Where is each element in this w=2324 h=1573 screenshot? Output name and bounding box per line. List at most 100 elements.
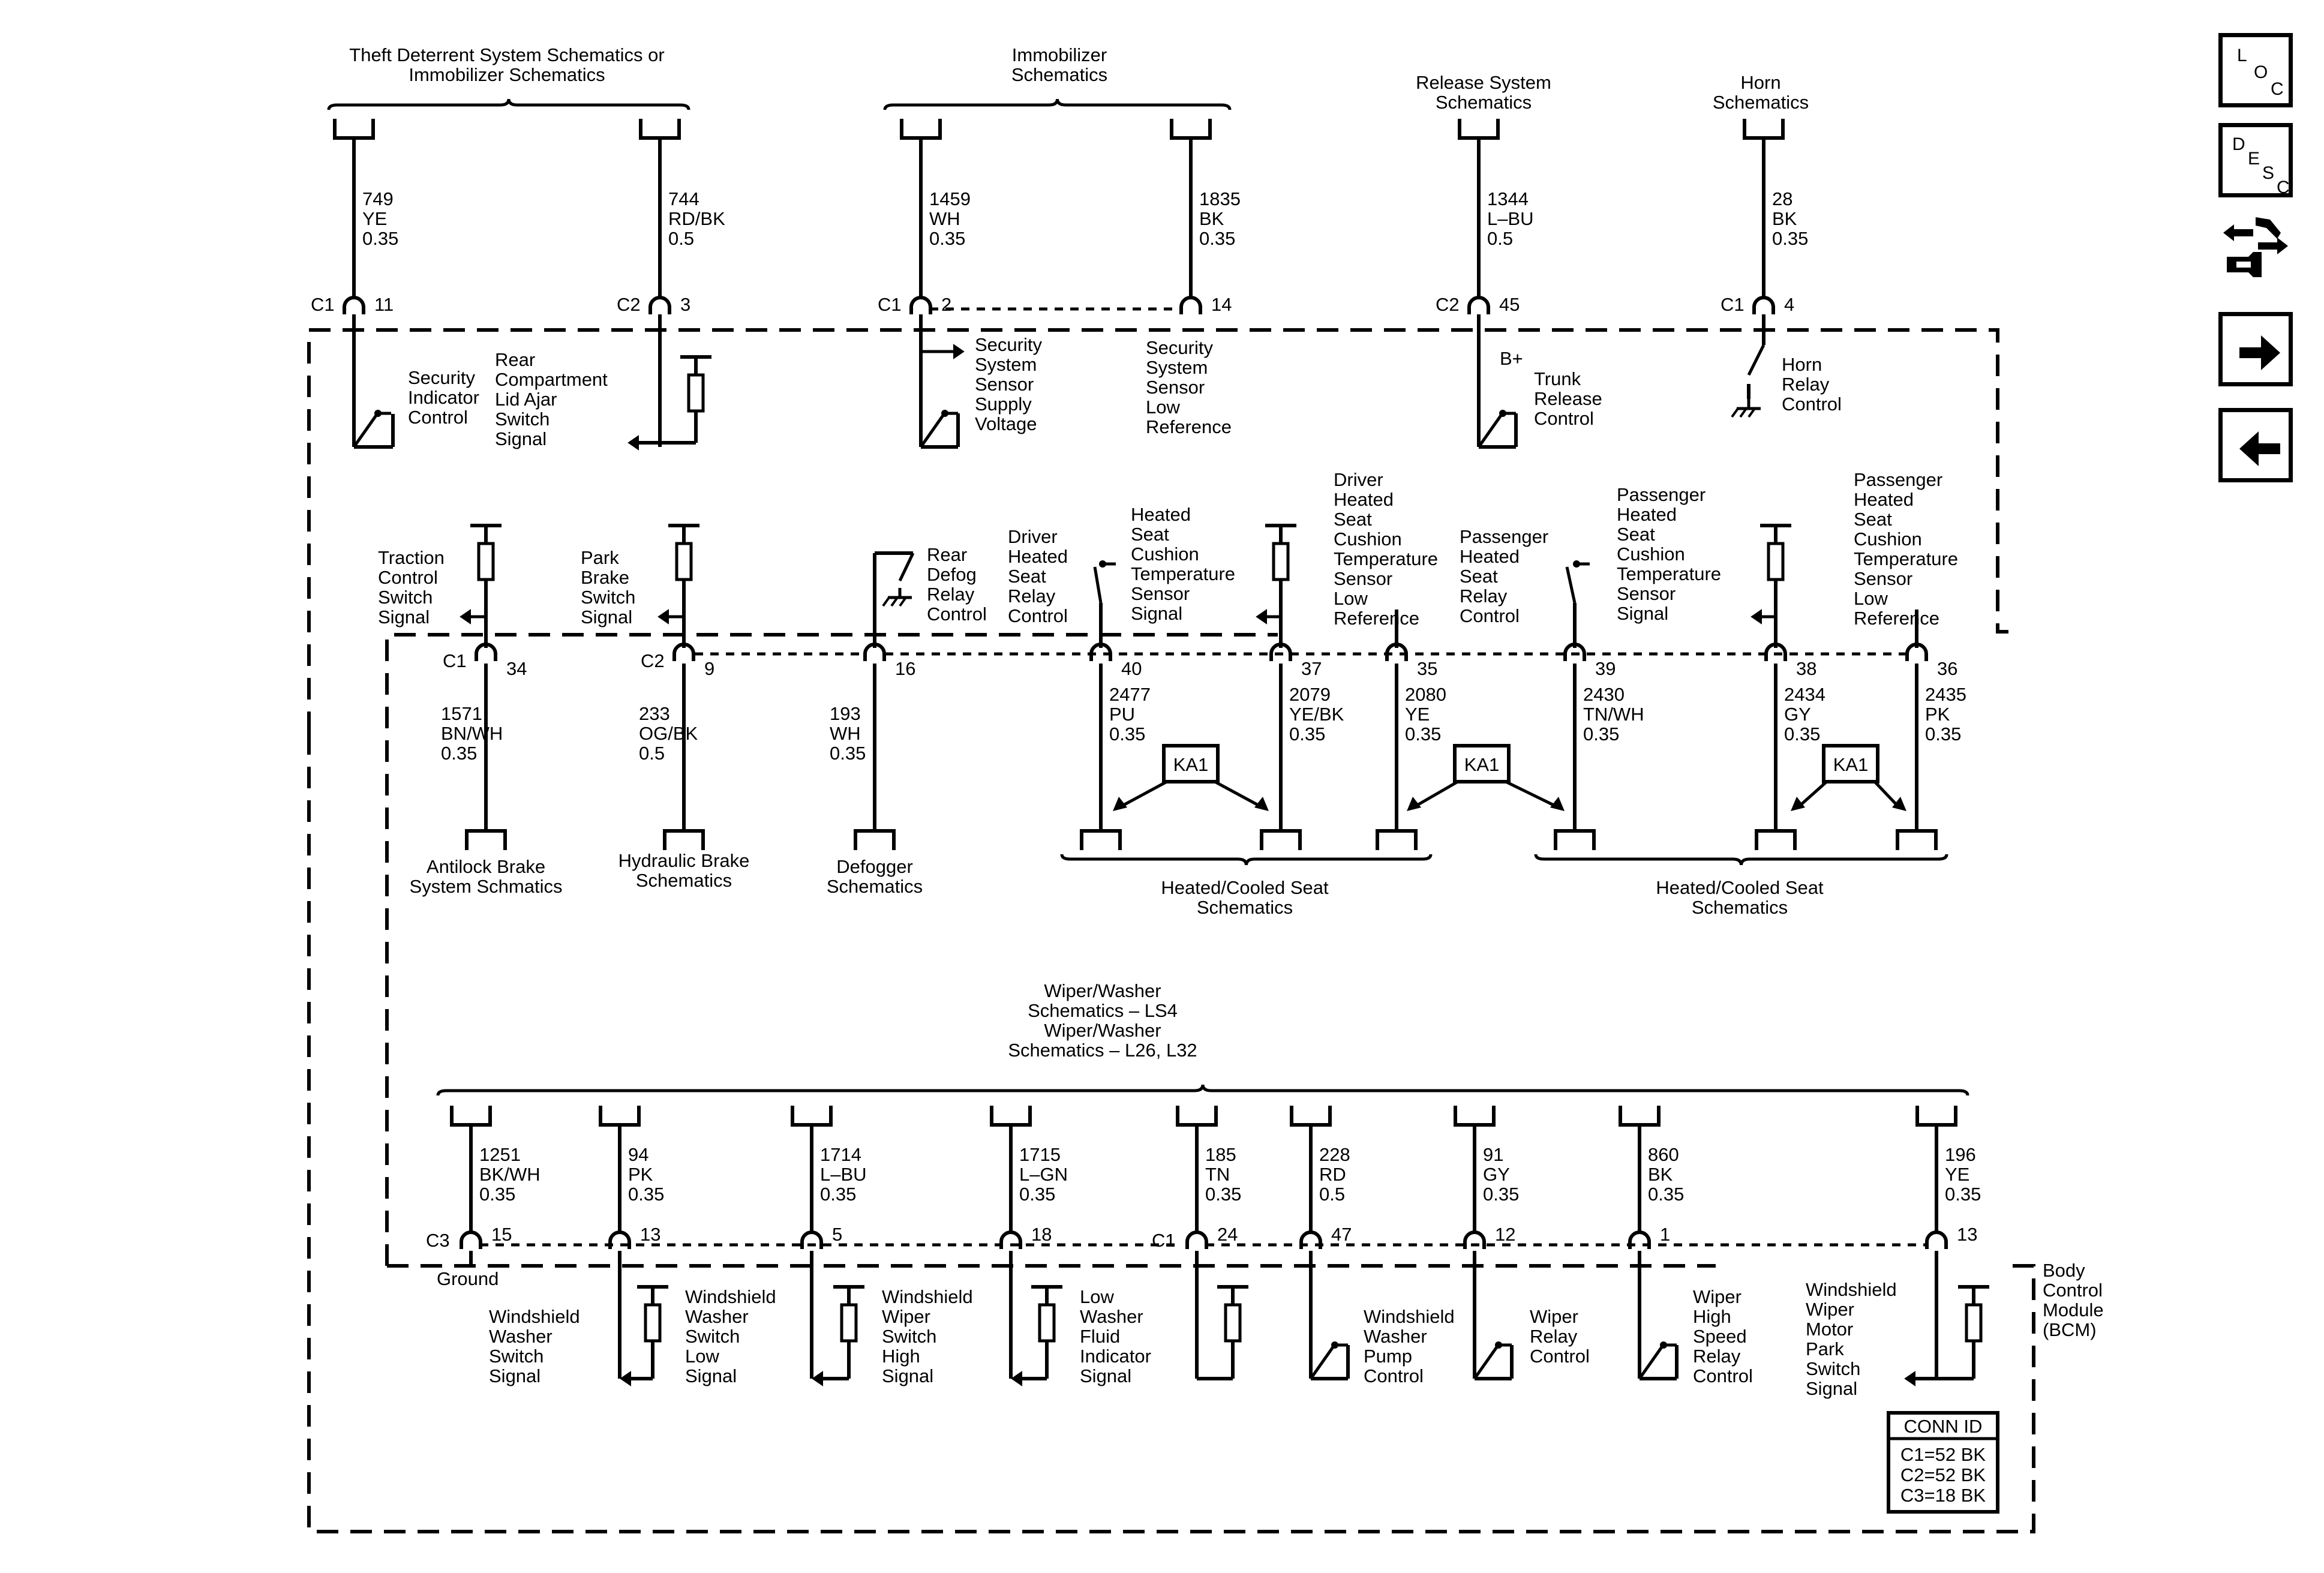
sensor-supply-line: Supply [975, 394, 1032, 415]
next-page-button[interactable] [2218, 312, 2293, 386]
ws-motor-park-line: Windshield [1806, 1279, 1897, 1300]
passenger-signal-line: Seat [1617, 524, 1655, 545]
ws-motor-park-line: Switch [1806, 1358, 1860, 1379]
description-button[interactable]: D E S C [2218, 123, 2293, 197]
harness-terminal [1080, 829, 1122, 850]
mid-wire-0-color: BN/WH [441, 723, 503, 744]
ground-symbol [882, 596, 890, 607]
signal-arrow [1256, 609, 1267, 625]
mid-wire-7-circuit: 2434 [1784, 684, 1825, 705]
loc-letter-l: L [2237, 46, 2247, 65]
ws-washer-low-line: Switch [685, 1326, 740, 1347]
ws-pump-switch [1309, 1345, 1335, 1380]
mid-wire-5-circuit: 2080 [1405, 684, 1446, 705]
ws-motor-park-line: Motor [1806, 1319, 1853, 1340]
ka1-leader [1214, 780, 1262, 808]
connector-id: C1 [311, 294, 335, 315]
connector-id: C1 [1721, 294, 1744, 315]
driver-relay-switch [1093, 566, 1103, 604]
wiper-relay-line: Control [1530, 1346, 1590, 1367]
wiper-high-relay-line: Control [1693, 1365, 1753, 1386]
mid-wire-4-color: YE/BK [1289, 704, 1344, 725]
mid-wire-7-color: GY [1784, 704, 1811, 725]
pullup-resistor [1767, 542, 1785, 581]
top-wire-1-color: RD/BK [668, 208, 725, 229]
ws-washer-signal-line: Washer [489, 1326, 553, 1347]
hydraulic-ref-line: Hydraulic Brake [618, 850, 750, 871]
connector-pin [460, 1230, 482, 1249]
horn-relay-line: Relay [1782, 374, 1830, 395]
driver-low-reference-line: Seat [1334, 509, 1372, 530]
passenger-relay-line: Heated [1460, 546, 1520, 567]
connector-pin [1179, 296, 1202, 314]
bottom-wire-4-color: TN [1205, 1164, 1230, 1185]
ka1-label: KA1 [1464, 754, 1500, 775]
pin-number: 36 [1937, 658, 1957, 679]
b-plus-label: B+ [1500, 348, 1523, 369]
horn-switch [1747, 344, 1765, 376]
wiper-high-relay-line: Relay [1693, 1346, 1741, 1367]
security-indicator-line: Control [408, 407, 468, 428]
traction-signal-line: Signal [378, 607, 430, 628]
seat-left-ref-line: Heated/Cooled Seat [1161, 877, 1329, 898]
passenger-signal-line: Passenger [1617, 484, 1706, 505]
connector-id: C1 [443, 650, 467, 671]
conn-id-title: CONN ID [1904, 1416, 1983, 1437]
ws-washer-signal-line: Switch [489, 1346, 544, 1367]
arrowhead [1791, 797, 1805, 811]
passenger-relay-line: Passenger [1460, 526, 1548, 547]
bottom-wire-6-circuit: 91 [1483, 1144, 1503, 1165]
rear-compartment-signal-line: Rear [495, 349, 535, 370]
driver-low-reference-line: Sensor [1334, 568, 1392, 589]
heated-temp-signal-line: Cushion [1131, 544, 1199, 565]
connector-pin [1628, 1230, 1651, 1249]
bcm-boundary [385, 633, 1278, 1266]
wiper-relay-line: Relay [1530, 1326, 1578, 1347]
sensor-low-reference-line: Security [1146, 337, 1213, 358]
connector-pin [1905, 643, 1928, 661]
pin-number: 37 [1301, 658, 1322, 679]
wiper-bracket [436, 1084, 1969, 1096]
bottom-wire-3-color: L–GN [1019, 1164, 1068, 1185]
passenger-low-reference-line: Heated [1854, 489, 1914, 510]
ws-washer-low-line: Signal [685, 1365, 737, 1386]
top-wire-5-gauge: 0.35 [1772, 228, 1808, 249]
desc-letter-c: C [2277, 178, 2290, 197]
conn-id-line: C1=52 BK [1900, 1444, 1986, 1465]
rear-compartment-signal-line: Switch [495, 409, 550, 430]
bottom-wire-1-gauge: 0.35 [628, 1184, 664, 1205]
bottom-wire-1-circuit: 94 [628, 1144, 648, 1165]
desc-letter-d: D [2232, 134, 2245, 154]
pin-number: 9 [704, 658, 714, 679]
hydraulic-ref-line: Schematics [636, 870, 732, 891]
mid-wire-1-circuit: 233 [639, 703, 670, 724]
ground-symbol [1747, 407, 1756, 418]
driver-relay-line: Seat [1008, 566, 1046, 587]
driver-relay-line: Heated [1008, 546, 1068, 567]
ka1-label: KA1 [1833, 754, 1869, 775]
previous-page-button[interactable] [2218, 408, 2293, 482]
top-wire-3-circuit: 1835 [1199, 188, 1241, 209]
pin-number: 3 [680, 294, 690, 315]
passenger-signal-line: Cushion [1617, 544, 1685, 565]
security-indicator-line: Indicator [408, 387, 479, 408]
rear-defog-relay-line: Rear [927, 544, 967, 565]
pin-number: 13 [640, 1224, 660, 1245]
passenger-relay-switch [1565, 566, 1577, 604]
signal-arrow [620, 1371, 631, 1386]
rear-defog-relay-line: Relay [927, 584, 975, 605]
ws-pump-line: Washer [1364, 1326, 1427, 1347]
seat-left-ref-line: Schematics [1197, 897, 1293, 918]
harness-terminal [1915, 1106, 1957, 1127]
ka1-leader [1798, 781, 1828, 807]
mid-wire-3-color: PU [1109, 704, 1135, 725]
park-brake-signal-line: Park [581, 547, 619, 568]
passenger-low-reference-line: Passenger [1854, 469, 1942, 490]
sensor-supply-switch [919, 413, 945, 448]
pullup-resistor [1965, 1303, 1983, 1343]
arrowhead [1113, 797, 1127, 811]
location-button[interactable]: L O C [2218, 33, 2293, 107]
bottom-wire-0-color: BK/WH [479, 1164, 541, 1185]
defogger-ref-line: Defogger [836, 856, 913, 877]
tools-icon[interactable] [2218, 210, 2293, 284]
